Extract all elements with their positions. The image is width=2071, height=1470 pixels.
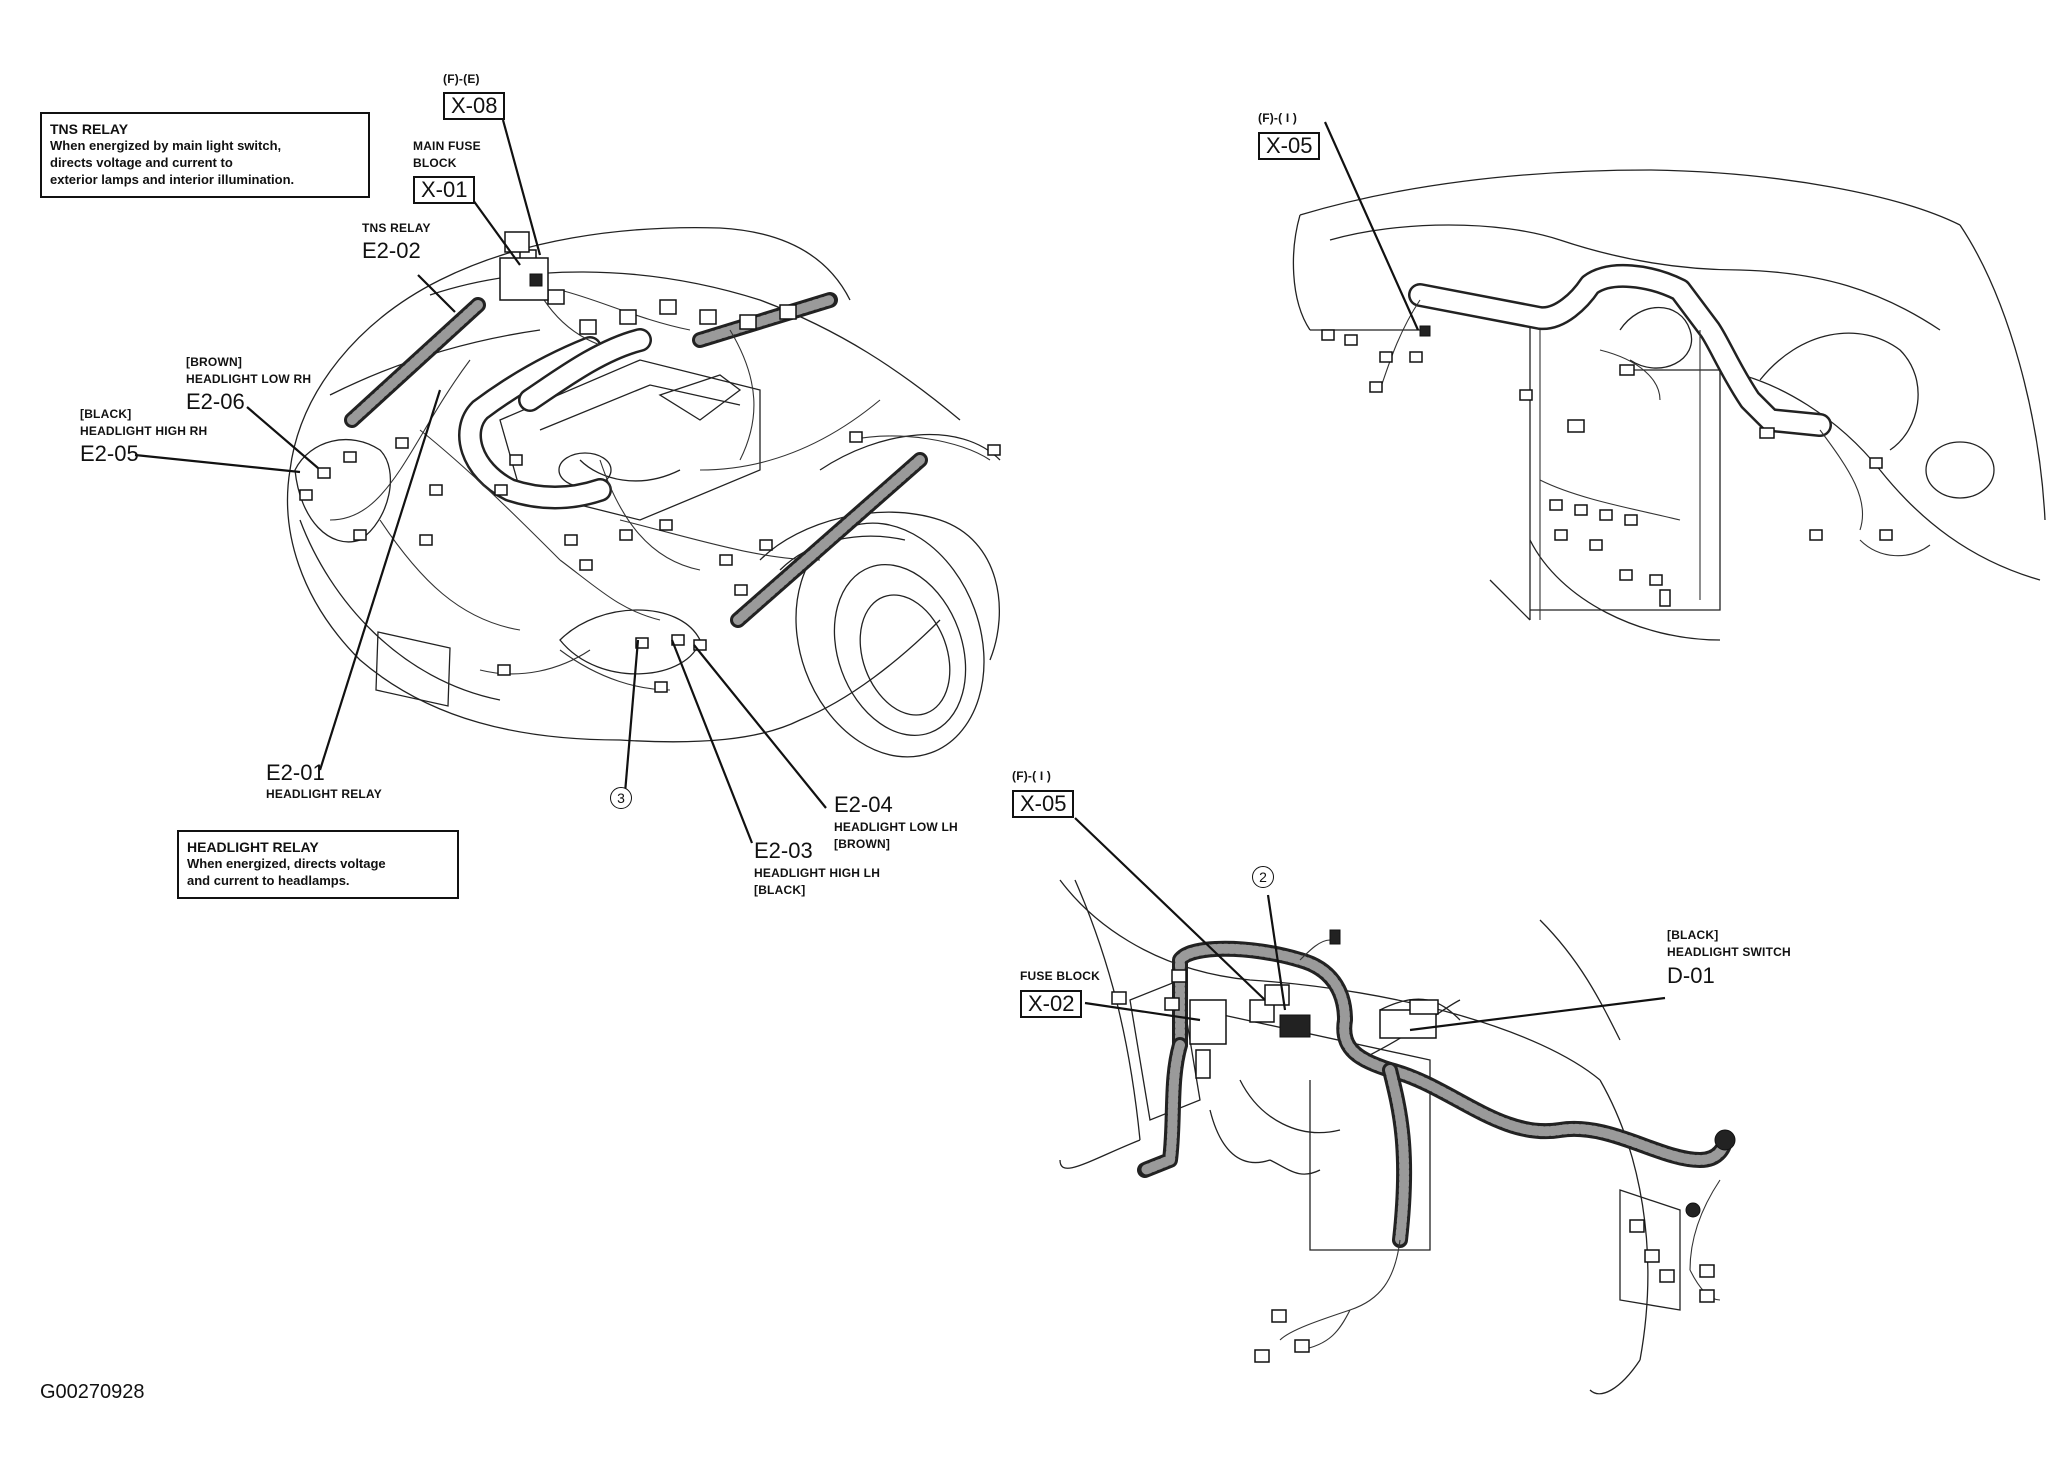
- engine-bay-drawing: [286, 227, 1001, 758]
- e2-03-connector-code: E2-03: [754, 838, 813, 863]
- e2-06-connector-code: E2-06: [186, 389, 245, 414]
- headlight-relay-note-body: When energized, directs voltage and curr…: [187, 856, 386, 889]
- e2-01-caption: HEADLIGHT RELAY: [266, 787, 382, 801]
- ground-point-2: 2: [1252, 866, 1274, 888]
- e2-05-caption: HEADLIGHT HIGH RH: [80, 424, 208, 438]
- e2-06-caption: HEADLIGHT LOW RH: [186, 372, 312, 386]
- e2-04-connector-code: E2-04: [834, 792, 893, 817]
- e2-06-wire-color: [BROWN]: [186, 355, 243, 369]
- e2-05-connector-code: E2-05: [80, 441, 139, 466]
- e2-02-caption: TNS RELAY: [362, 221, 431, 235]
- headlight-relay-note: HEADLIGHT RELAY When energized, directs …: [177, 830, 459, 899]
- e2-02-connector-code: E2-02: [362, 238, 421, 263]
- d01-connector-code: D-01: [1667, 963, 1715, 988]
- footwell-leaders: [1074, 817, 1666, 1032]
- footwell-drawing: [1059, 879, 1736, 1395]
- x08-connector-code: X-08: [443, 92, 506, 120]
- d01-caption: HEADLIGHT SWITCH: [1667, 945, 1791, 959]
- e2-04-caption: HEADLIGHT LOW LH: [834, 820, 958, 834]
- tns-relay-note: TNS RELAY When energized by main light s…: [40, 112, 370, 198]
- dashboard-x05-grid-ref: (F)-( I ): [1258, 111, 1298, 125]
- dashboard-x05-connector-code: X-05: [1258, 132, 1321, 160]
- headlight-relay-note-title: HEADLIGHT RELAY: [187, 839, 319, 855]
- e2-05-wire-color: [BLACK]: [80, 407, 132, 421]
- diagram-id: G00270928: [40, 1381, 145, 1403]
- x02-caption: FUSE BLOCK: [1020, 969, 1100, 983]
- d01-wire-color: [BLACK]: [1667, 928, 1719, 942]
- footwell-x05-connector-code: X-05: [1012, 790, 1075, 818]
- e2-03-caption: HEADLIGHT HIGH LH: [754, 866, 881, 880]
- x01-connector-code: X-01: [413, 176, 476, 204]
- x08-grid-ref: (F)-(E): [443, 72, 480, 86]
- engine-bay-leaders: [134, 119, 827, 844]
- tns-relay-note-title: TNS RELAY: [50, 121, 129, 137]
- ground-point-3: 3: [610, 787, 632, 809]
- e2-04-wire-color: [BROWN]: [834, 837, 891, 851]
- e2-01-connector-code: E2-01: [266, 760, 325, 785]
- e2-03-wire-color: [BLACK]: [754, 883, 806, 897]
- footwell-x05-grid-ref: (F)-( I ): [1012, 769, 1052, 783]
- tns-relay-note-body: When energized by main light switch, dir…: [50, 138, 295, 187]
- dashboard-drawing: [1292, 169, 2046, 641]
- dashboard-x05-leader: [1323, 121, 1420, 331]
- x02-connector-code: X-02: [1020, 990, 1083, 1018]
- x01-caption-line1: MAIN FUSE: [413, 139, 481, 153]
- x01-caption-line2: BLOCK: [413, 156, 457, 170]
